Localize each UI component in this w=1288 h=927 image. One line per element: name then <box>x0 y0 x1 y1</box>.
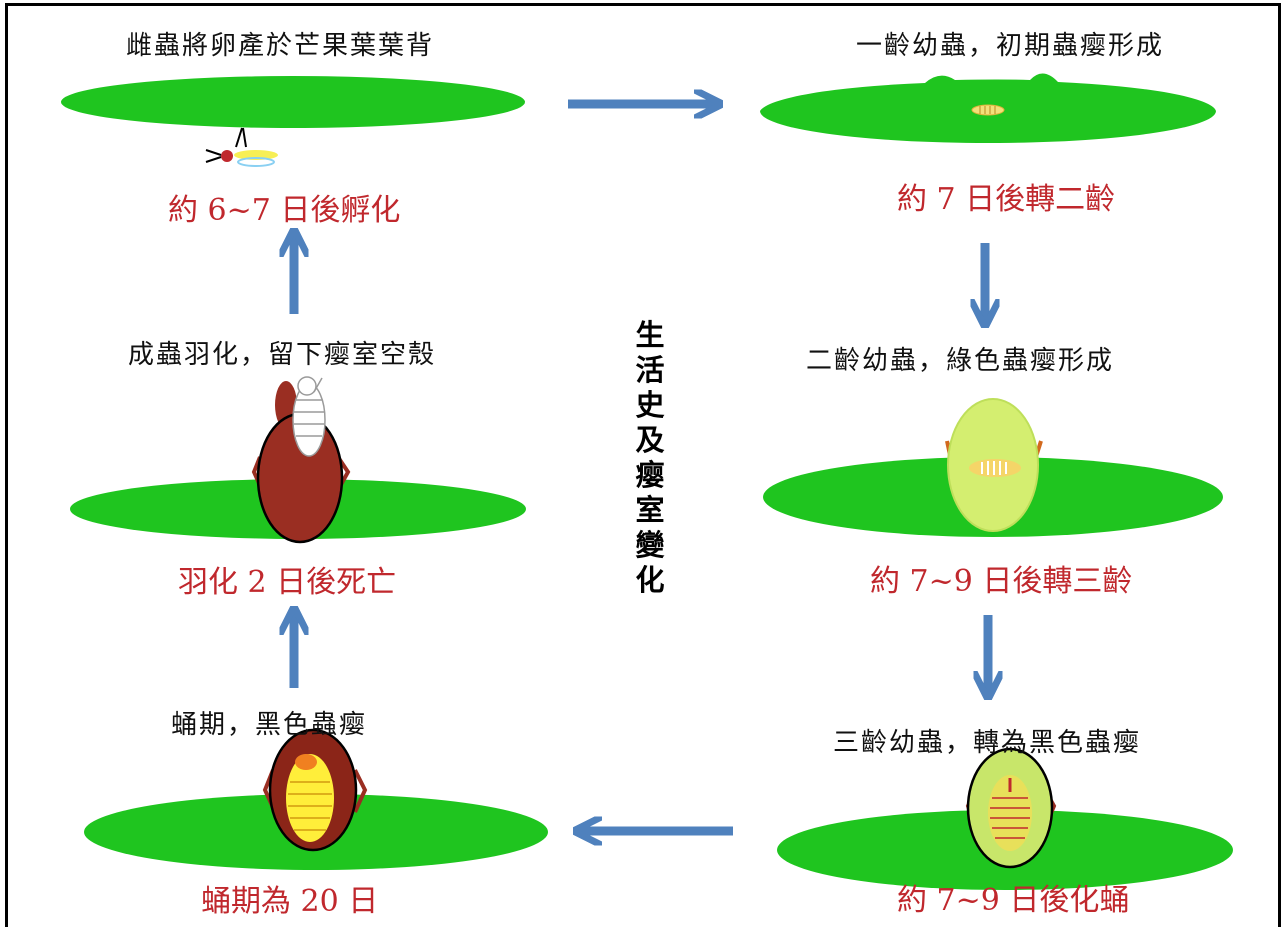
stage-duration-egg: 約 6~7 日後孵化 <box>168 193 401 228</box>
stage-second-instar-illustration <box>763 398 1223 537</box>
stage-egg-illustration <box>61 76 525 167</box>
stage-duration-third-instar: 約 7~9 日後化蛹 <box>897 883 1130 918</box>
stage-caption-pupa: 蛹期，黑色蟲瘿 <box>171 710 368 740</box>
stage-third-instar-illustration <box>777 747 1233 890</box>
stage-duration-emergence: 羽化 2 日後死亡 <box>178 565 397 600</box>
third-instar-larva <box>988 775 1032 851</box>
emerged-adult-outline <box>292 376 326 457</box>
first-instar-larva <box>971 104 1005 116</box>
diagram-border <box>5 3 1281 927</box>
stage-emergence-illustration <box>70 376 526 544</box>
stage-caption-third-instar: 三齡幼蟲，轉為黑色蟲瘿 <box>833 728 1142 758</box>
diagram-title: 生活史及瘿室變化 <box>635 318 665 597</box>
stage-caption-egg: 雌蟲將卵產於芒果葉葉背 <box>126 31 435 61</box>
female-midge <box>205 127 278 167</box>
stage-duration-second-instar: 約 7~9 日後轉三齡 <box>870 564 1133 599</box>
stage-duration-pupa: 蛹期為 20 日 <box>201 884 379 919</box>
stage-caption-emergence: 成蟲羽化，留下瘿室空殼 <box>128 340 437 370</box>
stage-pupa-illustration <box>84 728 548 870</box>
stage-caption-first-instar: 一齡幼蟲，初期蟲瘿形成 <box>856 31 1165 61</box>
stage-caption-second-instar: 二齡幼蟲，綠色蟲瘿形成 <box>806 346 1115 376</box>
stage-first-instar-illustration <box>760 73 1216 143</box>
mango-leaf <box>61 76 525 128</box>
pupa <box>286 754 334 842</box>
stage-duration-first-instar: 約 7 日後轉二齡 <box>897 182 1116 217</box>
